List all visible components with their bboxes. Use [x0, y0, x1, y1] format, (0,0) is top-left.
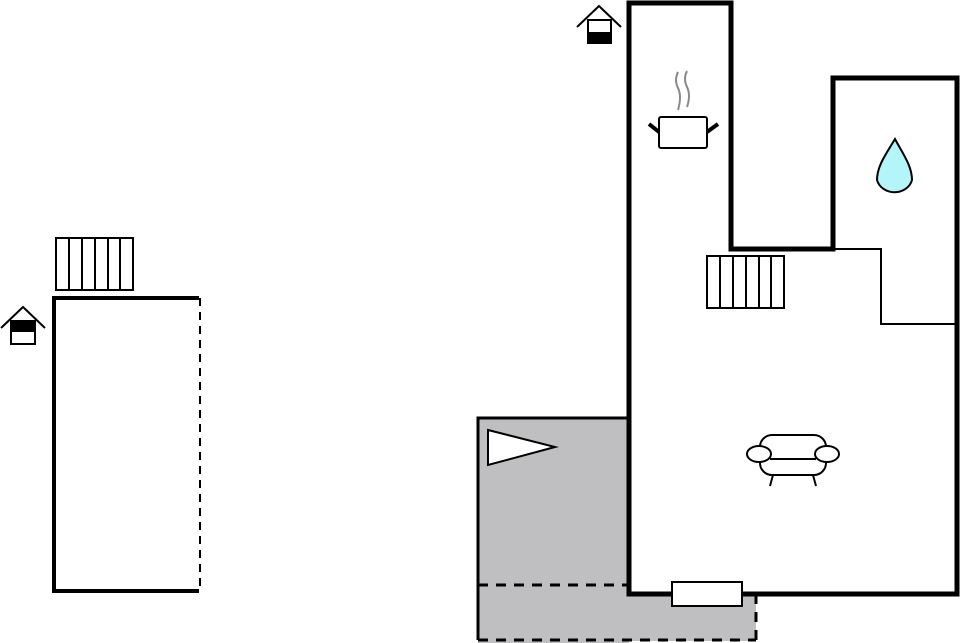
bathroom-partition — [833, 248, 957, 325]
main-building-walls — [626, 0, 960, 597]
house-entrance-icon — [0, 305, 46, 345]
armchair-icon — [746, 434, 840, 487]
window-icon — [671, 581, 743, 607]
terrace-flag-icon — [487, 428, 559, 467]
stairs-icon — [706, 255, 785, 309]
house-entrance-icon — [576, 4, 622, 44]
stairs-icon — [55, 237, 134, 291]
left-building — [52, 296, 201, 593]
terrace-edge — [476, 416, 629, 640]
cooking-pot-icon — [647, 70, 720, 149]
water-drop-icon — [875, 136, 914, 194]
